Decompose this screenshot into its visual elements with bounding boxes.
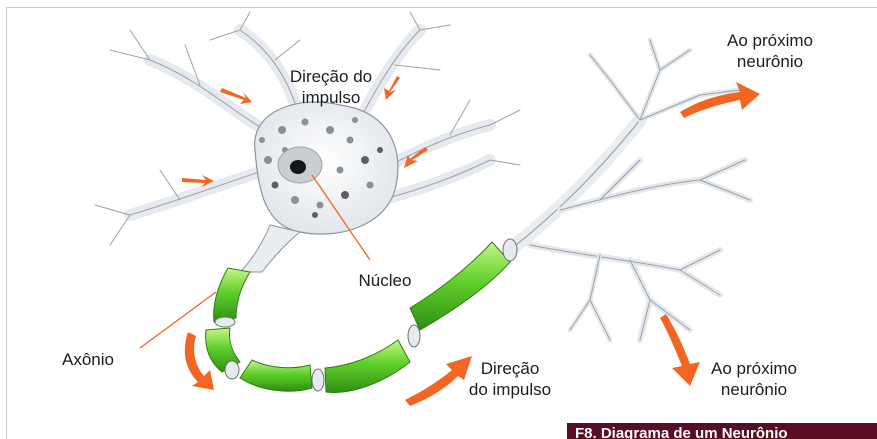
label-next-neuron-bottom-line1: Ao próximo <box>694 358 814 379</box>
myelin-segment-5 <box>410 242 510 330</box>
figure-caption: F8. Diagrama de um Neurônio <box>567 423 877 439</box>
cell-body <box>255 102 398 234</box>
label-next-neuron-top: Ao próximo neurônio <box>710 30 830 72</box>
label-nucleus: Núcleo <box>345 270 425 291</box>
label-impulse-direction-top: Direção do impulso <box>276 66 386 108</box>
label-impulse-direction-bottom-line2: do impulso <box>455 379 565 400</box>
axon-terminal-branches <box>510 40 750 340</box>
myelin-segment-1 <box>214 268 250 322</box>
label-impulse-direction-top-line2: impulso <box>276 87 386 108</box>
axon-hillock <box>240 225 300 272</box>
label-impulse-direction-top-line1: Direção do <box>276 66 386 87</box>
figure-caption-text: F8. Diagrama de um Neurônio <box>575 426 788 439</box>
label-axon: Axônio <box>48 349 128 370</box>
myelin-segment-4 <box>325 340 410 392</box>
label-next-neuron-bottom: Ao próximo neurônio <box>694 358 814 400</box>
label-impulse-direction-bottom: Direção do impulso <box>455 358 565 400</box>
label-next-neuron-bottom-line2: neurônio <box>694 379 814 400</box>
myelin-segment-3 <box>240 360 312 391</box>
label-next-neuron-top-line2: neurônio <box>710 51 830 72</box>
label-impulse-direction-bottom-line1: Direção <box>455 358 565 379</box>
label-next-neuron-top-line1: Ao próximo <box>710 30 830 51</box>
nucleolus <box>290 160 306 174</box>
